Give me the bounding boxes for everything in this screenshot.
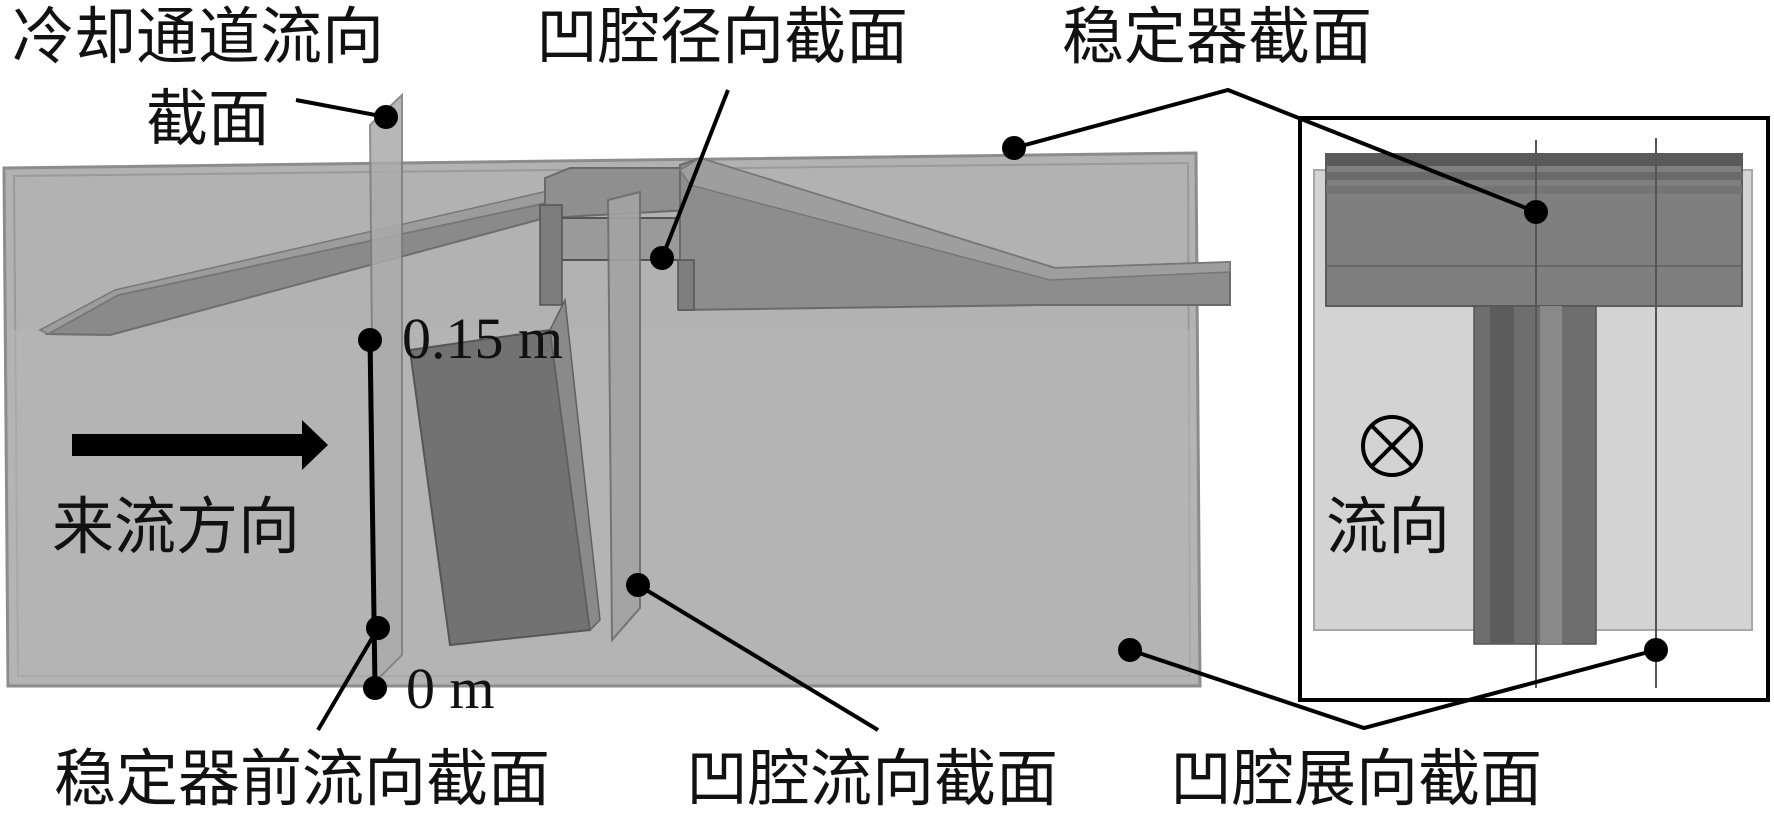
main-geometry-view	[2, 92, 1231, 689]
label-cavity-radial: 凹腔径向截面	[536, 0, 908, 73]
domain-panel-lower-shade	[9, 330, 1196, 682]
inset-head-stripe-3	[1326, 186, 1742, 194]
cavity-left-wall	[539, 204, 563, 306]
into-page-flow-symbol	[1361, 415, 1423, 477]
inset-head-stripe-2	[1326, 172, 1742, 180]
inset-head-stripe-1	[1326, 154, 1742, 166]
leader-cooling-channel	[295, 98, 387, 119]
right-ramp-base	[677, 259, 695, 311]
incoming-flow-arrow	[72, 420, 328, 470]
dot-stabilizer-inset	[1524, 200, 1548, 224]
dot-cooling-channel	[374, 105, 398, 129]
dot-cavity-streamwise	[626, 573, 650, 597]
callout-dots	[358, 105, 1668, 700]
leader-cavity-streamwise	[636, 583, 880, 732]
right-ramp-top	[678, 157, 1231, 281]
label-cooling-channel-line1: 冷却通道流向	[12, 0, 384, 73]
label-cavity-streamwise: 凹腔流向截面	[686, 742, 1058, 815]
inset-view	[1298, 116, 1770, 702]
leader-stabilizer-section	[1013, 87, 1537, 214]
label-cavity-spanwise: 凹腔展向截面	[1170, 742, 1542, 815]
leader-cavity-radial	[660, 89, 730, 259]
inset-stem-shade-2	[1540, 306, 1562, 644]
leader-pre-stabilizer	[316, 626, 380, 732]
label-measure-bottom: 0 m	[406, 656, 495, 721]
label-pre-stabilizer: 稳定器前流向截面	[54, 742, 550, 815]
cavity-streamwise-plate	[606, 190, 641, 643]
dot-bottom-measure	[363, 676, 387, 700]
label-cooling-channel-line2: 截面	[146, 82, 270, 155]
label-incoming-flow: 来流方向	[52, 490, 300, 563]
dot-cavity-spanwise-inset	[1644, 638, 1668, 662]
stabilizer-strut-side	[549, 297, 601, 632]
dot-pre-stabilizer	[366, 616, 390, 640]
callout-lines	[295, 87, 1657, 732]
dot-top-measure	[358, 328, 382, 352]
inset-stem-shade-1	[1490, 306, 1514, 644]
dot-cavity-radial	[650, 246, 674, 270]
leader-cavity-spanwise	[1129, 648, 1657, 731]
label-measure-top: 0.15 m	[402, 306, 563, 371]
dot-stabilizer-main	[1002, 136, 1026, 160]
label-flow-direction: 流向	[1326, 490, 1450, 563]
label-stabilizer-section: 稳定器截面	[1062, 0, 1372, 73]
dot-cavity-spanwise-main	[1118, 638, 1142, 662]
